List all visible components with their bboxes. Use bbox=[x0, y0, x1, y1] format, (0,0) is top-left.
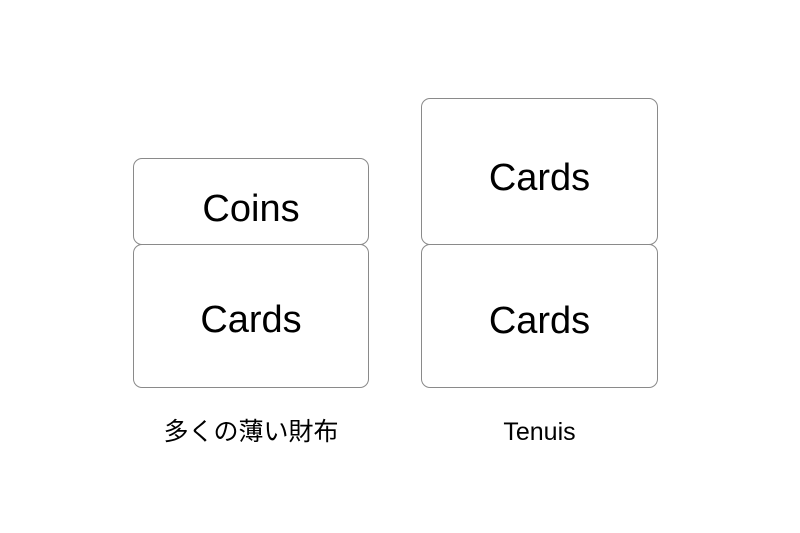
card-label: Cards bbox=[488, 157, 591, 199]
card-cards[interactable]: Cards bbox=[421, 244, 658, 388]
group-caption-left: 多くの薄い財布 bbox=[163, 418, 339, 446]
card-cards[interactable]: Cards bbox=[133, 244, 369, 388]
group-caption-right: Tenuis bbox=[503, 418, 576, 446]
card-label: Coins bbox=[202, 188, 300, 230]
card-label: Cards bbox=[200, 299, 302, 341]
card-coins[interactable]: Coins bbox=[133, 158, 369, 245]
card-label: Cards bbox=[488, 300, 591, 342]
card-cards[interactable]: Cards bbox=[421, 98, 658, 245]
